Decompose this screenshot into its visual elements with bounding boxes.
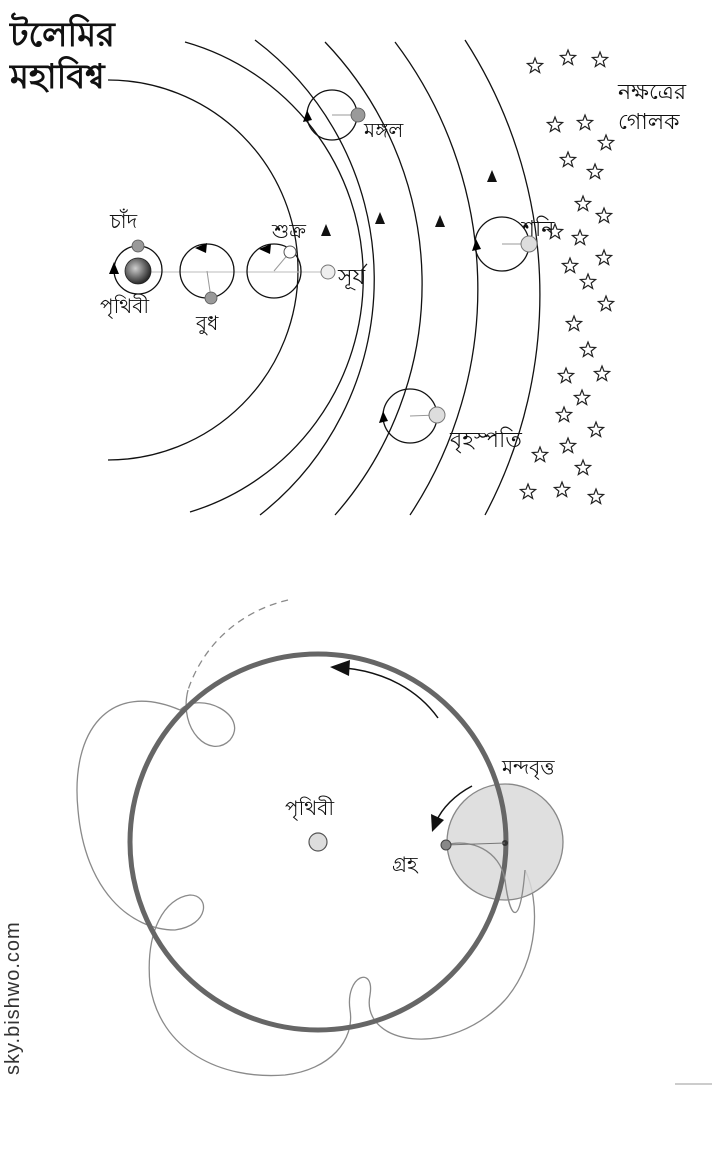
star-icon: [525, 56, 545, 74]
stellar-sphere-stars: [518, 48, 616, 505]
star-icon: [585, 162, 605, 180]
star-icon: [578, 340, 598, 358]
venus-epicycle-circle: [246, 243, 302, 299]
star-icon: [573, 458, 593, 476]
mars-epicycle: [303, 89, 366, 141]
page-title: টলেমির মহাবিশ্ব: [10, 14, 115, 98]
jupiter-label: বৃহস্পতি: [449, 427, 522, 453]
earth-globe: [124, 257, 152, 285]
star-icon: [590, 50, 610, 68]
star-icon: [564, 314, 584, 332]
arrow-icon: [375, 212, 385, 224]
watermark-text: sky.bishwo.com: [2, 921, 24, 1075]
epicycle-label: মন্দবৃত্ত: [501, 755, 555, 779]
star-icon: [558, 436, 578, 454]
arrow-icon: [195, 243, 207, 253]
epicycle-labels: পৃথিবী মন্দবৃত্ত গ্রহ: [285, 755, 555, 876]
arrow-icon: [109, 262, 119, 274]
mercury-label: বুধ: [195, 311, 219, 335]
mars-label: মঙ্গল: [363, 118, 404, 142]
arrow-icon: [472, 239, 481, 251]
star-icon: [594, 248, 614, 266]
mercury-epicycle: [179, 243, 235, 305]
star-icon: [558, 150, 578, 168]
star-icon: [596, 294, 616, 312]
title-line-2: মহাবিশ্ব: [10, 57, 105, 97]
moon-label: চাঁদ: [109, 209, 138, 233]
saturn-dot: [520, 235, 538, 253]
stellar-sphere-label: নক্ষত্রের গোলক: [618, 78, 686, 138]
mars-dot: [350, 107, 366, 123]
star-icon: [575, 113, 595, 131]
mars-orbit-arc: [184, 41, 364, 513]
moon-dot: [131, 239, 145, 253]
body-labels: চাঁদ পৃথিবী বুধ শুক্র সূর্য মঙ্গল বৃহস্প…: [100, 118, 555, 453]
star-icon: [558, 48, 578, 66]
deferent-arrow-shaft: [344, 667, 439, 719]
planet-dot: [440, 839, 452, 851]
star-icon: [552, 480, 572, 498]
star-icon: [594, 206, 614, 224]
saturn-orbit-arc-2: [464, 39, 541, 516]
star-icon: [556, 366, 576, 384]
saturn-label: শনি: [521, 216, 555, 242]
star-icon: [592, 364, 612, 382]
star-icon: [518, 482, 538, 500]
jupiter-orbit-arc-2: [324, 41, 423, 516]
geocentric-model: চাঁদ পৃথিবী বুধ শুক্র সূর্য মঙ্গল বৃহস্প…: [100, 39, 616, 516]
star-icon: [572, 388, 592, 406]
venus-dot: [283, 245, 297, 259]
sun-dot: [320, 264, 336, 280]
star-icon: [545, 222, 565, 240]
orbit-direction-arrows: [321, 170, 497, 236]
epicycle-model: পৃথিবী মন্দবৃত্ত গ্রহ: [76, 599, 564, 1077]
arrow-icon: [303, 110, 312, 122]
star-icon: [530, 445, 550, 463]
jupiter-epicycle: [379, 388, 446, 444]
sun-label: সূর্য: [337, 263, 368, 290]
stellar-sphere-label-line-1: নক্ষত্রের: [618, 80, 687, 105]
star-icon: [578, 272, 598, 290]
planet-label: গ্রহ: [392, 852, 419, 876]
arrow-icon: [321, 224, 331, 236]
star-icon: [570, 228, 590, 246]
saturn-epicycle: [472, 216, 538, 272]
venus-epicycle: [246, 243, 302, 299]
star-icon: [573, 194, 593, 212]
star-icon: [560, 256, 580, 274]
star-icon: [545, 115, 565, 133]
venus-label: শুক্র: [271, 219, 306, 243]
orbit-arcs: [107, 39, 541, 516]
star-icon: [596, 133, 616, 151]
star-icon: [554, 405, 574, 423]
jupiter-dot: [428, 406, 446, 424]
jupiter-orbit-arc-1: [254, 39, 375, 516]
arrow-icon: [379, 411, 388, 423]
title-line-1: টলেমির: [10, 15, 115, 55]
arrow-icon: [487, 170, 497, 182]
mercury-dot: [204, 291, 218, 305]
arrow-icon: [259, 244, 271, 254]
central-earth-label: পৃথিবী: [285, 796, 334, 820]
arrow-icon: [330, 660, 350, 676]
sun-orbit-arc: [107, 79, 299, 461]
central-earth-dot: [308, 832, 328, 852]
star-icon: [586, 487, 606, 505]
saturn-orbit-arc-1: [394, 41, 479, 516]
earth-label: পৃথিবী: [100, 294, 149, 318]
stellar-sphere-label-line-2: গোলক: [618, 110, 680, 135]
epicycle-radius: [445, 842, 506, 846]
earth-system: [109, 239, 163, 295]
arrow-icon: [431, 814, 444, 832]
loop-trace-dashed: [187, 599, 289, 691]
star-icon: [586, 420, 606, 438]
arrow-icon: [435, 215, 445, 227]
